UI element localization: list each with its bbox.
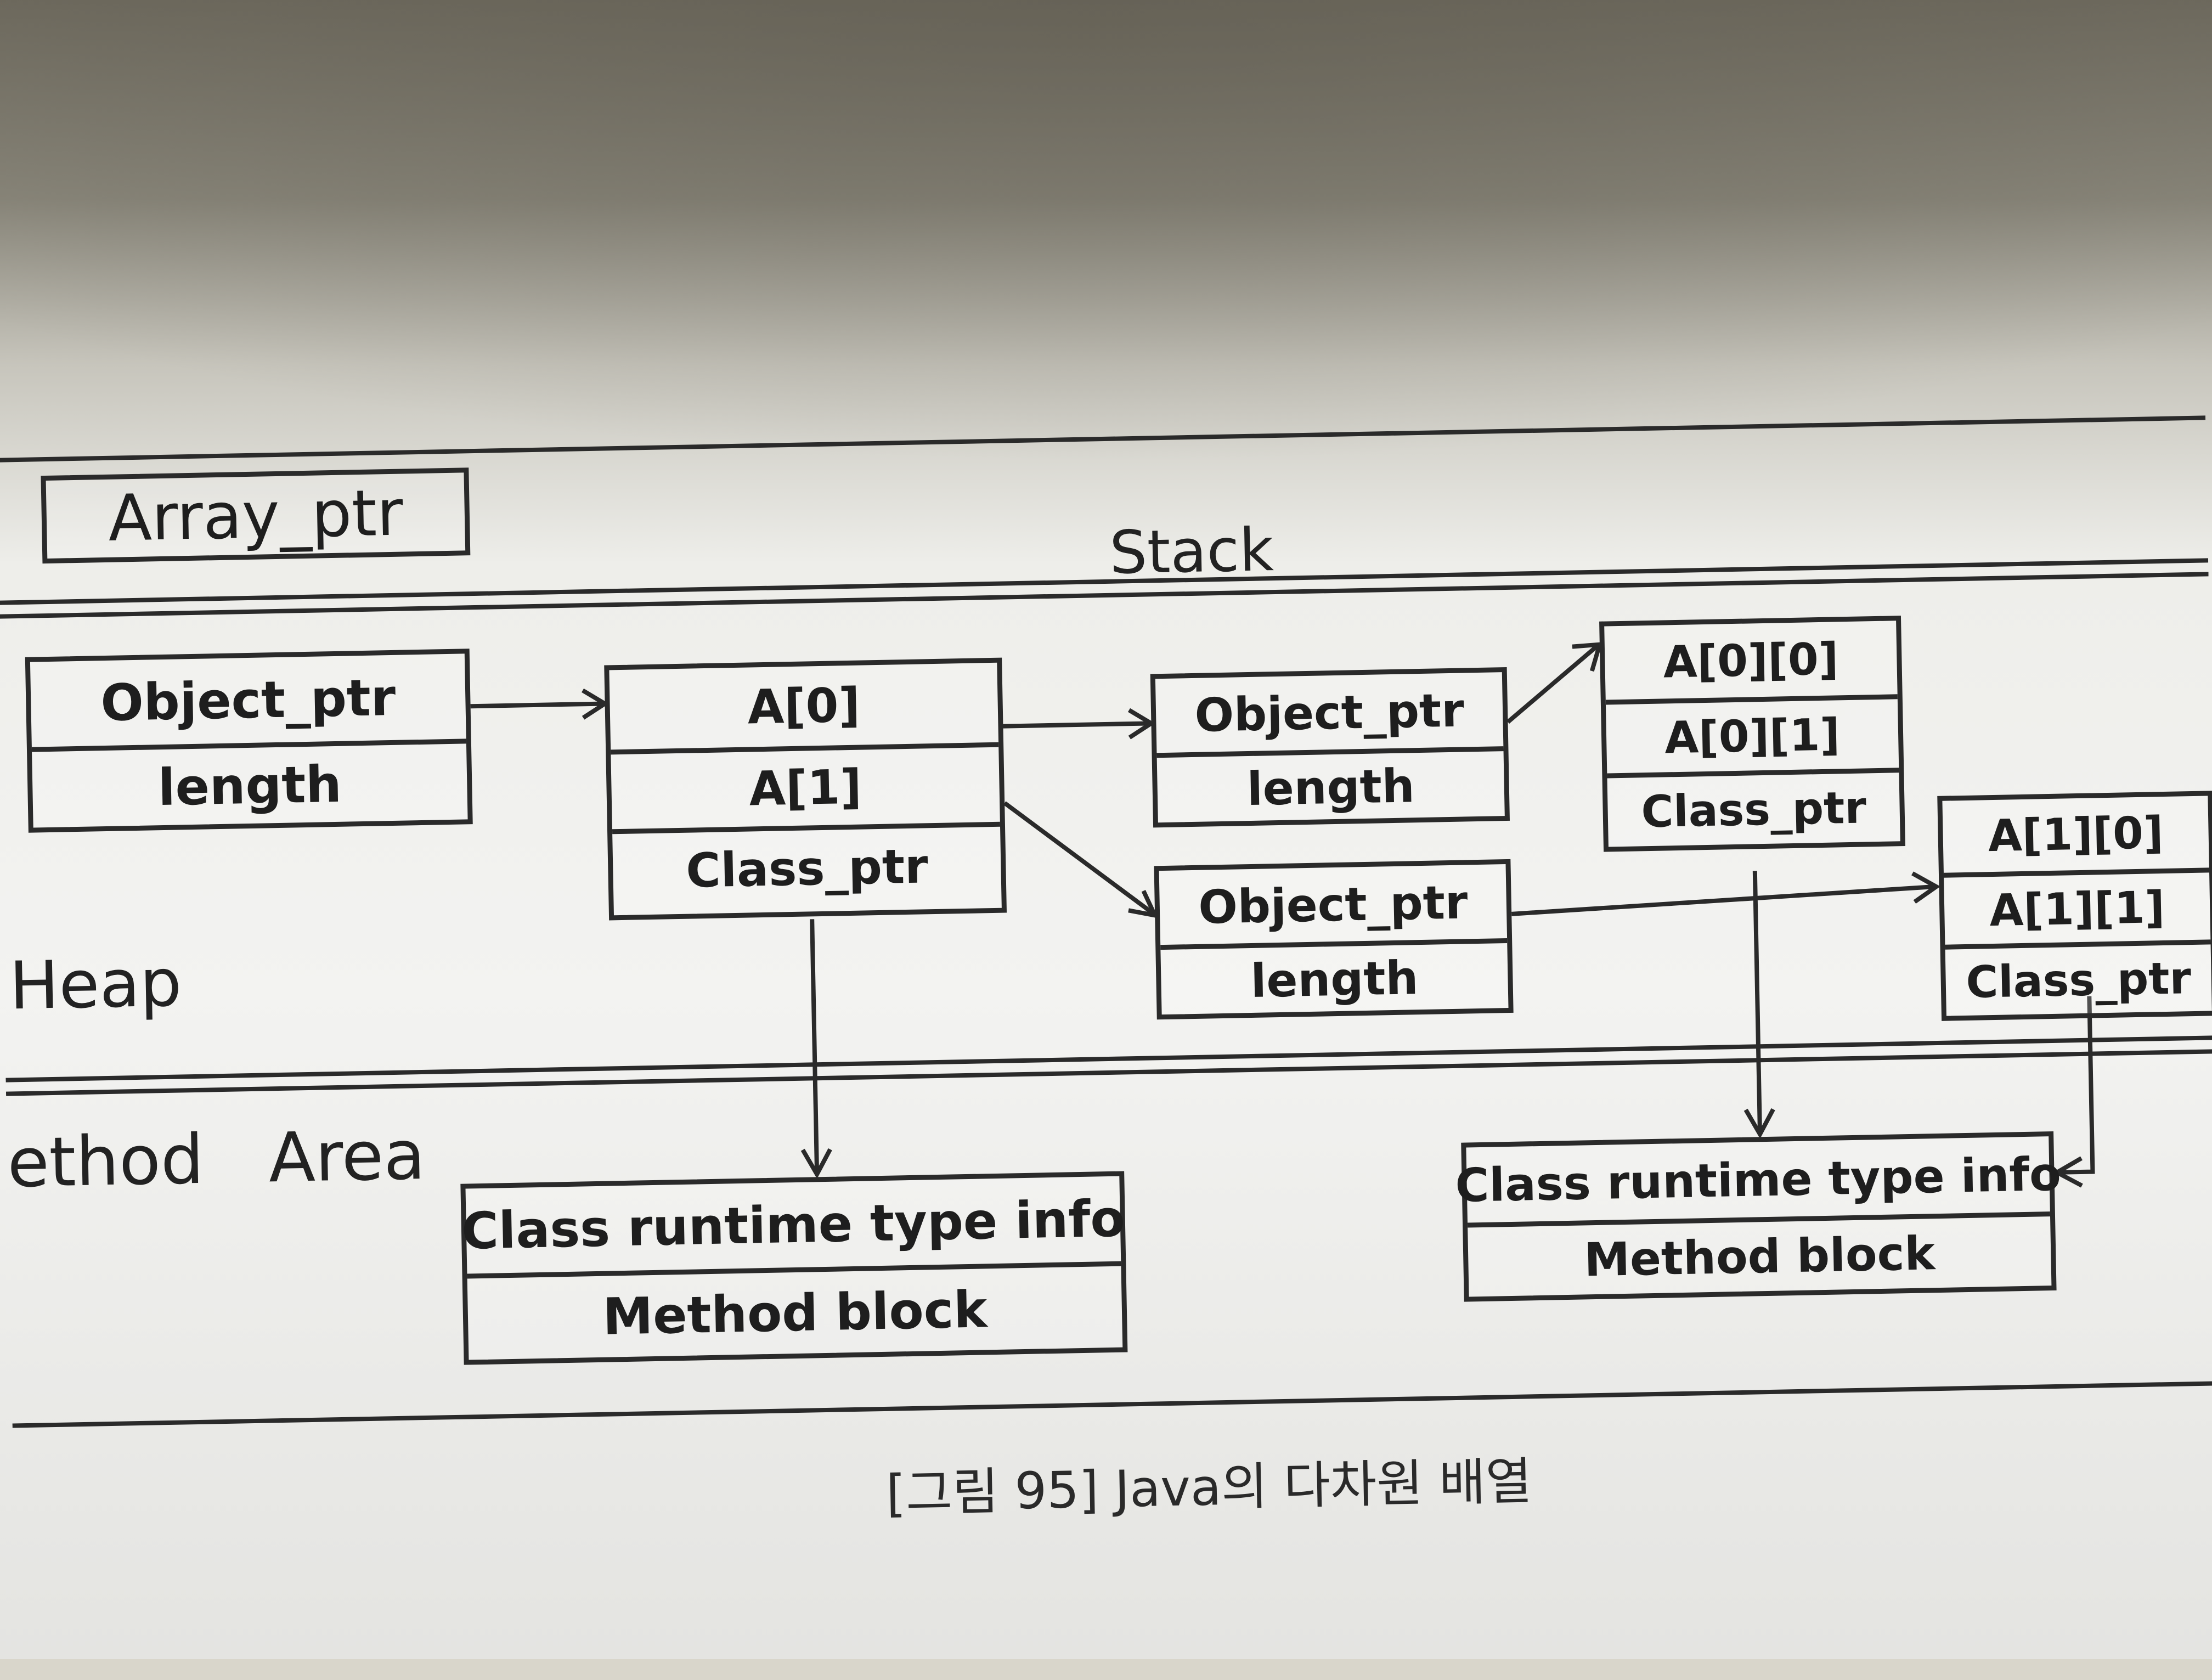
- row1-array-a11: A[1][1]: [1943, 867, 2211, 945]
- stack-label: Stack: [1109, 516, 1274, 588]
- right-class-method-block: Method block: [1468, 1211, 2052, 1297]
- left-class-box: Class runtime type info Method block: [460, 1171, 1128, 1365]
- arrow-a0-to-row0-header: [1003, 721, 1149, 729]
- row0-array-box: A[0][0] A[0][1] Class_ptr: [1599, 616, 1905, 852]
- row0-header-object-ptr: Object_ptr: [1194, 683, 1465, 742]
- row1-header-object-ptr: Object_ptr: [1198, 875, 1469, 934]
- row1-array-class-ptr: Class_ptr: [1945, 939, 2212, 1016]
- row1-header-box: Object_ptr length: [1154, 859, 1514, 1020]
- row0-array-a01: A[0][1]: [1605, 694, 1899, 774]
- outer-array-a0: A[0]: [747, 678, 861, 735]
- left-class-method-block: Method block: [467, 1261, 1123, 1360]
- method-area-label: ethod Area: [7, 1115, 426, 1203]
- stack-heap-divider-upper: [0, 558, 2209, 605]
- arrow-row0-header-to-row0-array: [1506, 644, 1599, 724]
- row1-array-box: A[1][0] A[1][1] Class_ptr: [1937, 791, 2212, 1021]
- stack-top-line: [0, 415, 2206, 463]
- array-header-length: length: [31, 738, 468, 828]
- array-ptr-label: Array_ptr: [108, 476, 404, 556]
- row0-array-a00: A[0][0]: [1662, 633, 1839, 687]
- row1-header-length: length: [1160, 938, 1509, 1016]
- outer-array-class-ptr: Class_ptr: [612, 821, 1002, 911]
- row0-array-class-ptr: Class_ptr: [1607, 768, 1900, 847]
- stack-heap-divider-lower: [0, 572, 2209, 619]
- array-ptr-box: Array_ptr: [41, 467, 471, 564]
- arrow-a1-to-row1-header: [1003, 801, 1154, 915]
- arrow-outer-class-to-left-method: [810, 919, 820, 1172]
- arrow-header-to-outer-array: [470, 701, 602, 709]
- figure-caption: [그림 95] Java의 다차원 배열: [885, 1452, 1533, 1523]
- heap-method-divider-upper: [5, 1035, 2212, 1083]
- row1-array-a10: A[1][0]: [1988, 807, 2164, 862]
- heap-label: Heap: [8, 945, 183, 1025]
- method-area-bottom-line: [12, 1381, 2212, 1428]
- array-header-box: Object_ptr length: [25, 649, 473, 833]
- outer-array-box: A[0] A[1] Class_ptr: [604, 657, 1007, 921]
- array-header-object-ptr: Object_ptr: [100, 668, 397, 733]
- arrow-row0-class-to-right-method: [1752, 871, 1762, 1132]
- arrow-row1-header-to-row1-array: [1511, 884, 1934, 916]
- left-class-type-info: Class runtime type info: [461, 1189, 1126, 1261]
- outer-array-a1: A[1]: [611, 742, 1000, 830]
- row0-header-box: Object_ptr length: [1150, 667, 1510, 828]
- heap-method-divider-lower: [5, 1049, 2212, 1096]
- right-class-box: Class runtime type info Method block: [1454, 1131, 2062, 1302]
- row0-header-length: length: [1156, 746, 1505, 824]
- arrow-row1-class-to-right-method: [2059, 996, 2095, 1175]
- right-class-type-info: Class runtime type info: [1454, 1147, 2062, 1213]
